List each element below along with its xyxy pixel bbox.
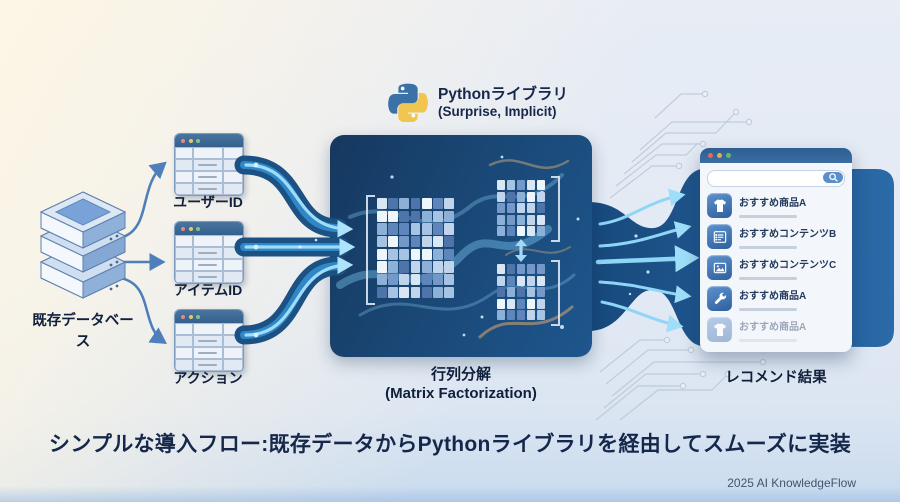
- recommendation-item: おすすめコンテンツB: [707, 224, 845, 249]
- browser-title-bar: [700, 148, 852, 163]
- image-icon: [707, 255, 732, 280]
- python-logo-icon: [388, 83, 428, 122]
- factor-matrix-top-grid: [497, 180, 545, 236]
- factor-top-bracket-right: [551, 176, 560, 242]
- matrix-label-en: (Matrix Factorization): [385, 384, 537, 402]
- red-dot-icon: [181, 138, 185, 143]
- table-grid: [175, 235, 243, 283]
- green-dot-icon: [726, 153, 731, 158]
- recommendation-result-label: レコメンド結果: [725, 370, 827, 386]
- python-library-title: Pythonライブラリ: [438, 85, 569, 103]
- matrix-box-label: 行列分解 (Matrix Factorization): [330, 366, 592, 404]
- database-icon: [39, 191, 127, 299]
- headline: シンプルな導入フロー:既存データからPythonライブラリを経由してスムーズに実…: [48, 433, 852, 456]
- green-dot-icon: [196, 226, 200, 231]
- database-label: 既存データベース: [32, 313, 134, 350]
- search-icon: [828, 173, 838, 182]
- table-user-id: [174, 133, 244, 196]
- tshirt-icon: [707, 193, 732, 218]
- table-action: [174, 309, 244, 372]
- band-glow-dots: [628, 210, 668, 308]
- list-icon: [707, 224, 732, 249]
- table-window-bar: [175, 310, 243, 323]
- item-subline: [739, 245, 797, 249]
- green-dot-icon: [196, 314, 200, 319]
- item-label: おすすめ商品A: [739, 291, 807, 302]
- recommendation-item: おすすめ商品A: [707, 286, 845, 311]
- recommendation-browser-window: おすすめ商品A おすすめコンテンツB おすすめコンテンツC: [700, 148, 852, 352]
- item-label: おすすめ商品A: [739, 322, 807, 333]
- search-input: [707, 170, 845, 187]
- item-subline: [739, 338, 797, 342]
- wrench-icon: [707, 286, 732, 311]
- python-library-subtitle: (Surprise, Implicit): [438, 104, 557, 120]
- credit: 2025 AI KnowledgeFlow: [727, 476, 856, 490]
- yellow-dot-icon: [188, 226, 193, 231]
- table-grid: [175, 147, 243, 195]
- yellow-dot-icon: [188, 138, 193, 143]
- table-window-bar: [175, 134, 243, 147]
- tshirt-icon: [707, 317, 732, 342]
- recommendation-item: おすすめコンテンツC: [707, 255, 845, 280]
- red-dot-icon: [181, 226, 185, 231]
- double-arrow-icon: [515, 239, 527, 262]
- item-subline: [739, 276, 797, 280]
- search-button: [823, 172, 843, 183]
- table-grid: [175, 323, 243, 371]
- band-arrows: [595, 188, 700, 333]
- circuit-traces-top: [609, 90, 753, 199]
- table-action-label: アクション: [173, 370, 243, 386]
- factor-matrix-bottom-grid: [497, 264, 545, 320]
- db-to-table-arrows: [119, 161, 168, 345]
- yellow-dot-icon: [188, 314, 193, 319]
- item-label: おすすめ商品A: [739, 198, 807, 209]
- yellow-dot-icon: [717, 153, 722, 158]
- item-subline: [739, 214, 797, 218]
- ratings-matrix-grid: [377, 198, 454, 298]
- circuit-traces-bottom: [595, 336, 767, 421]
- recommendation-item: おすすめ商品A: [707, 317, 845, 342]
- table-user-id-label: ユーザーID: [173, 194, 243, 210]
- green-dot-icon: [196, 138, 200, 143]
- table-item-id: [174, 221, 244, 284]
- matrix-label-jp: 行列分解: [430, 366, 491, 383]
- item-label: おすすめコンテンツB: [739, 229, 837, 240]
- table-window-bar: [175, 222, 243, 235]
- red-dot-icon: [181, 314, 185, 319]
- python-library-block: Pythonライブラリ (Surprise, Implicit): [388, 82, 568, 122]
- database-group: 既存データベース: [28, 190, 138, 351]
- table-item-id-label: アイテムID: [173, 282, 243, 298]
- matrix-bracket-left: [366, 195, 375, 305]
- red-dot-icon: [708, 153, 713, 158]
- factor-bottom-bracket-right: [551, 260, 560, 326]
- item-subline: [739, 307, 797, 311]
- recommendation-item: おすすめ商品A: [707, 193, 845, 218]
- matrix-factorization-box: [330, 135, 592, 357]
- item-label: おすすめコンテンツC: [739, 260, 837, 271]
